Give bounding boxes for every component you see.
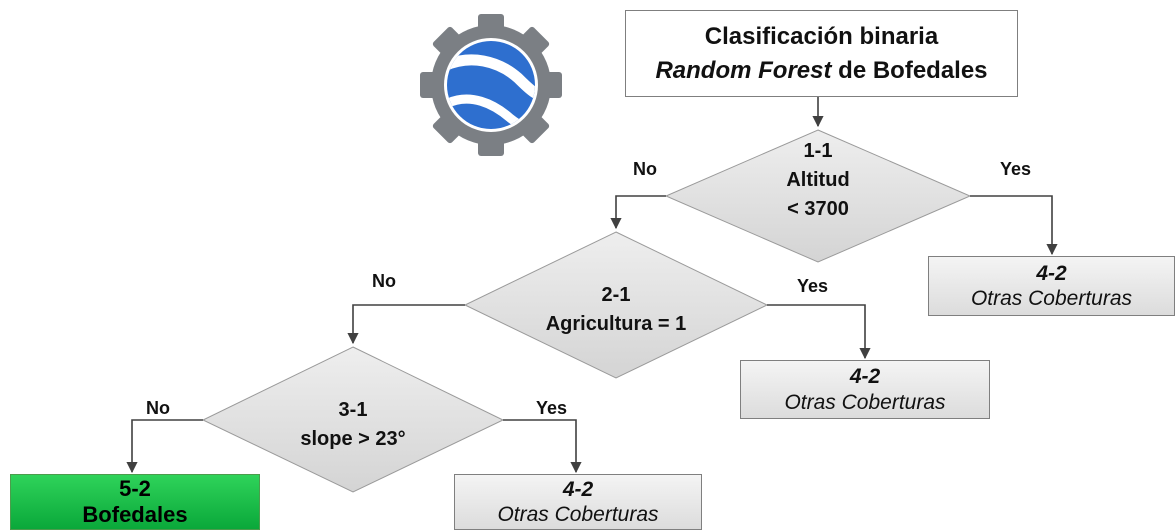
leaf-3-name: Otras Coberturas bbox=[497, 503, 659, 526]
title-italic: Random Forest bbox=[655, 56, 832, 84]
title-box: Clasificación binaria Random Forest de B… bbox=[625, 10, 1018, 97]
decision-2-line-1: Agricultura = 1 bbox=[545, 313, 687, 335]
decision-3-yes-label: Yes bbox=[536, 398, 568, 418]
decision-3-code: 3-1 bbox=[338, 399, 368, 421]
earth-engine-gear-globe-icon bbox=[420, 14, 562, 156]
decision-1-code: 1-1 bbox=[803, 140, 833, 162]
leaf-2-code: 4-2 bbox=[849, 365, 881, 389]
decision-1-line-1: Altitud bbox=[786, 169, 850, 191]
connectors bbox=[126, 97, 1058, 474]
decision-diamond-2 bbox=[463, 231, 769, 379]
decision-2-no-label: No bbox=[372, 271, 396, 291]
decision-diamond-3 bbox=[201, 346, 505, 493]
leaf-otras-coberturas-1: 4-2 Otras Coberturas bbox=[928, 256, 1175, 316]
decision-1-yes-label: Yes bbox=[1000, 159, 1032, 179]
decision-2-yes-label: Yes bbox=[797, 276, 829, 296]
decision-3-line-1: slope > 23° bbox=[300, 428, 406, 450]
decision-1-text: 1-1 Altitud < 3700 bbox=[718, 137, 918, 224]
leaf-otras-coberturas-3: 4-2 Otras Coberturas bbox=[454, 474, 702, 530]
leaf-bofedales: 5-2 Bofedales bbox=[10, 474, 260, 530]
decision-3-text: 3-1 slope > 23° bbox=[263, 396, 443, 454]
decision-diamond-1 bbox=[664, 129, 972, 263]
leaf-3-code: 4-2 bbox=[562, 477, 594, 501]
leaf-4-code: 5-2 bbox=[119, 475, 151, 501]
decision-1-line-2: < 3700 bbox=[787, 198, 849, 220]
leaf-4-name: Bofedales bbox=[82, 502, 188, 527]
decision-1-no-label: No bbox=[633, 159, 657, 179]
title-line-2: Random Forest de Bofedales bbox=[655, 54, 987, 88]
leaf-1-name: Otras Coberturas bbox=[970, 287, 1133, 310]
leaf-2-name: Otras Coberturas bbox=[784, 390, 946, 414]
decision-2-text: 2-1 Agricultura = 1 bbox=[506, 281, 726, 339]
title-line-1: Clasificación binaria bbox=[704, 22, 939, 50]
title-rest: de Bofedales bbox=[831, 56, 988, 84]
leaf-1-code: 4-2 bbox=[1036, 261, 1067, 285]
decision-3-no-label: No bbox=[146, 398, 170, 418]
decision-2-code: 2-1 bbox=[601, 284, 631, 306]
leaf-otras-coberturas-2: 4-2 Otras Coberturas bbox=[740, 360, 990, 419]
